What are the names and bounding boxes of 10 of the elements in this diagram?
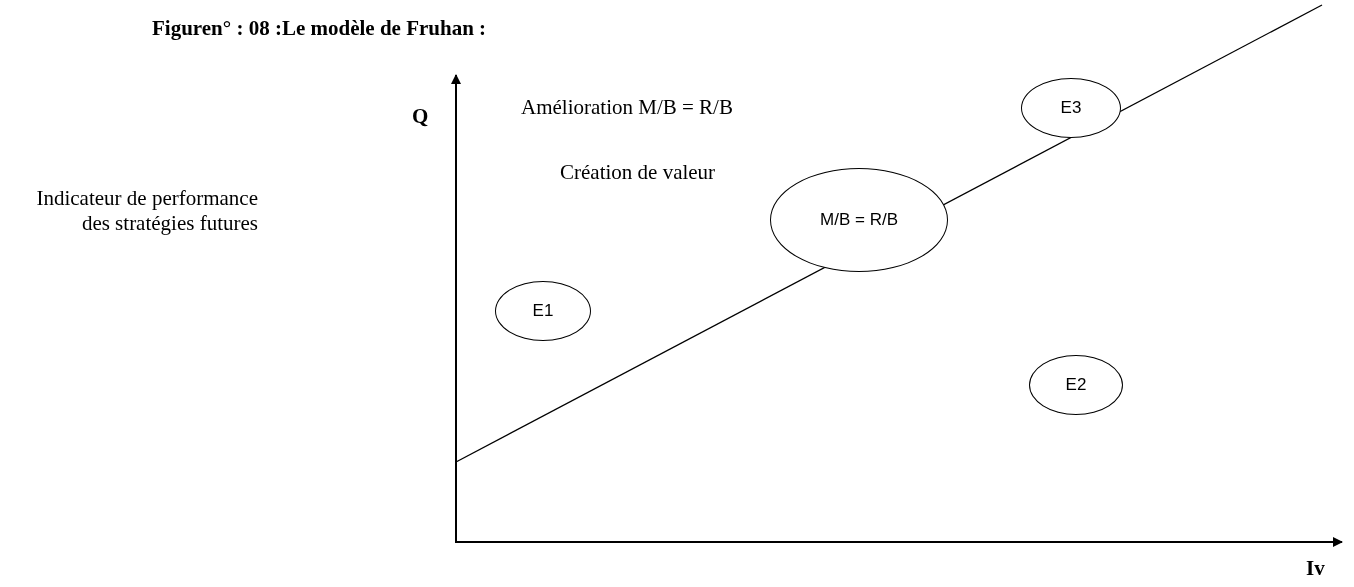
figure-title: Figuren° : 08 :Le modèle de Fruhan : [152, 16, 487, 42]
text-label: Amélioration M/B = R/B [521, 95, 733, 121]
axis-label: Q [412, 104, 429, 130]
ellipse-node: E2 [1029, 355, 1123, 415]
axis-label: Iv [1306, 556, 1325, 582]
ellipse-node: E1 [495, 281, 591, 341]
ellipse-node: E3 [1021, 78, 1121, 138]
text-label: Indicateur de performance des stratégies futures [35, 186, 258, 237]
ellipse-node: M/B = R/B [770, 168, 948, 272]
text-label: Création de valeur [560, 160, 716, 186]
